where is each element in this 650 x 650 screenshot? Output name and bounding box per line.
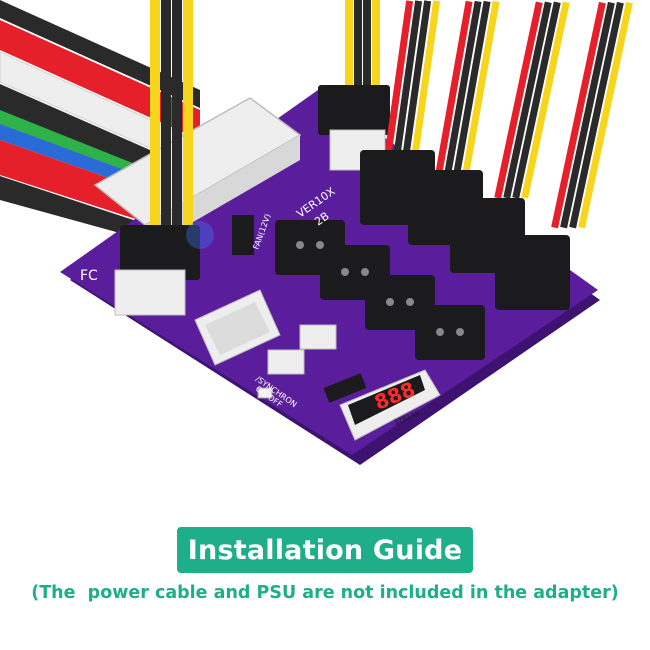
left-plug-wires — [150, 0, 193, 240]
product-photo: 888 VER10X 2B FAN(12V) /SYNCHRON ON/OFF … — [0, 0, 633, 465]
psu-not-included-note: (The power cable and PSU are not include… — [31, 583, 619, 603]
white-molex-socket — [194, 289, 281, 366]
right-molex-cables — [360, 0, 633, 310]
fcc-mark: FC — [80, 268, 98, 284]
left-molex-plug — [114, 225, 200, 316]
fan-headers — [232, 215, 337, 375]
installation-guide-title: Installation Guide — [187, 534, 463, 566]
sync-switch — [257, 387, 273, 399]
board-molex-sockets — [275, 220, 485, 360]
installation-guide-badge: Installation Guide — [177, 527, 473, 573]
blue-led-glow — [186, 221, 214, 249]
controller-chip — [323, 373, 367, 403]
